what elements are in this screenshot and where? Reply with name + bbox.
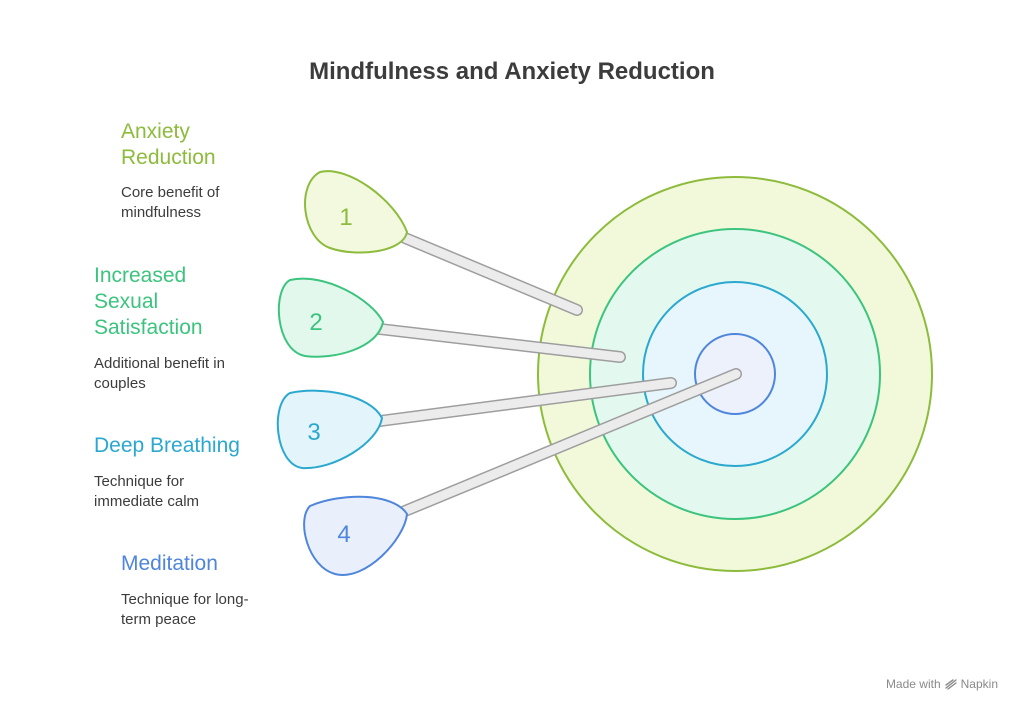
dart-2-number: 2	[309, 309, 322, 336]
footer-brand: Napkin	[960, 677, 998, 691]
item-4-heading: Meditation	[121, 552, 218, 575]
page-title: Mindfulness and Anxiety Reduction	[309, 58, 715, 85]
dart-1-number: 1	[339, 204, 352, 231]
dart-3-number: 3	[307, 419, 320, 446]
napkin-logo-icon	[944, 679, 957, 690]
made-with-napkin: Made with Napkin	[886, 677, 998, 691]
dart-1-shaft	[400, 233, 582, 315]
item-1-description: Core benefit of mindfulness	[121, 184, 220, 221]
footer-prefix: Made with	[885, 677, 941, 691]
dart-1-head	[304, 170, 409, 254]
dart-4-shaft	[400, 369, 741, 516]
item-1-heading: Anxiety Reduction	[121, 120, 216, 169]
item-2-description: Additional benefit in couples	[94, 355, 225, 392]
dart-2-head	[277, 277, 385, 358]
dart-4-number: 4	[337, 521, 350, 548]
dart-3-shaft	[375, 378, 676, 426]
item-4-description: Technique for long- term peace	[121, 591, 249, 628]
dart-4-head	[303, 495, 409, 576]
dart-2-shaft	[375, 324, 625, 362]
item-3-description: Technique for immediate calm	[94, 473, 200, 510]
item-2-heading: Increased Sexual Satisfaction	[94, 264, 203, 339]
dart-3-head	[276, 389, 384, 470]
item-3-heading: Deep Breathing	[94, 434, 240, 457]
